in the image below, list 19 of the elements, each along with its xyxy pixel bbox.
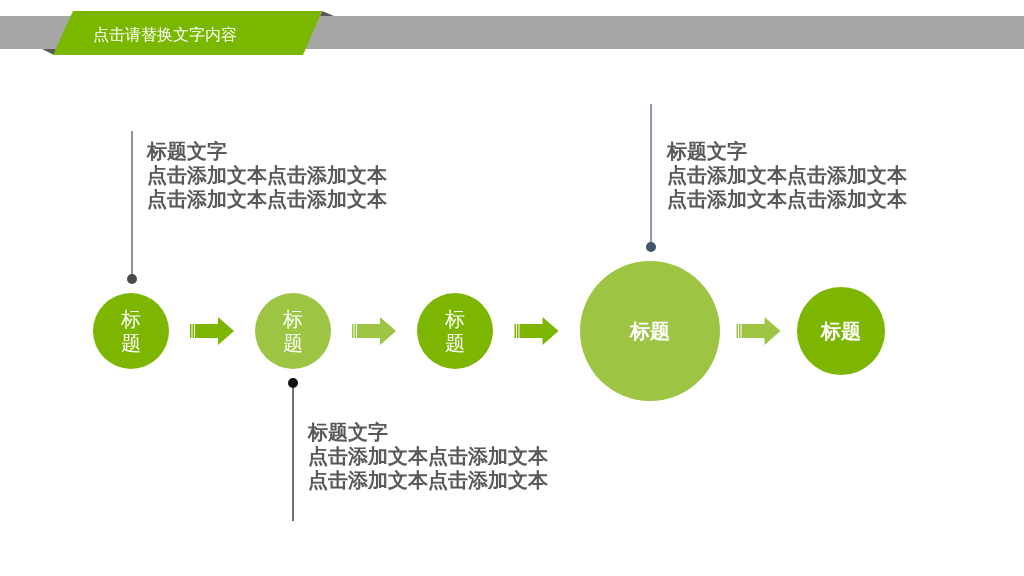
title: 点击请替换文字内容 [93, 24, 237, 46]
block-arrow [190, 317, 234, 345]
body-text: 点击添加文本点击添加文本点击添加文本点击添加文本 [308, 444, 549, 492]
body-text: 点击添加文本点击添加文本点击添加文本点击添加文本 [667, 163, 908, 211]
title-circle: 标题 [255, 293, 331, 369]
heading-text: 标题文字 [147, 139, 228, 163]
title-circle: 标题 [797, 287, 885, 375]
heading-text: 标题文字 [667, 139, 748, 163]
block-arrow [736, 317, 781, 345]
heading-text: 标题文字 [308, 420, 389, 444]
title-circle: 标题 [580, 261, 720, 401]
leader-line [127, 130, 137, 284]
title-circle: 标题 [417, 293, 493, 369]
block-arrow [352, 317, 396, 345]
leader-line [646, 103, 656, 252]
title-circle: 标题 [93, 293, 169, 369]
leader-line [288, 378, 298, 522]
block-arrow [514, 317, 559, 345]
body-text: 点击添加文本点击添加文本点击添加文本点击添加文本 [147, 163, 388, 211]
